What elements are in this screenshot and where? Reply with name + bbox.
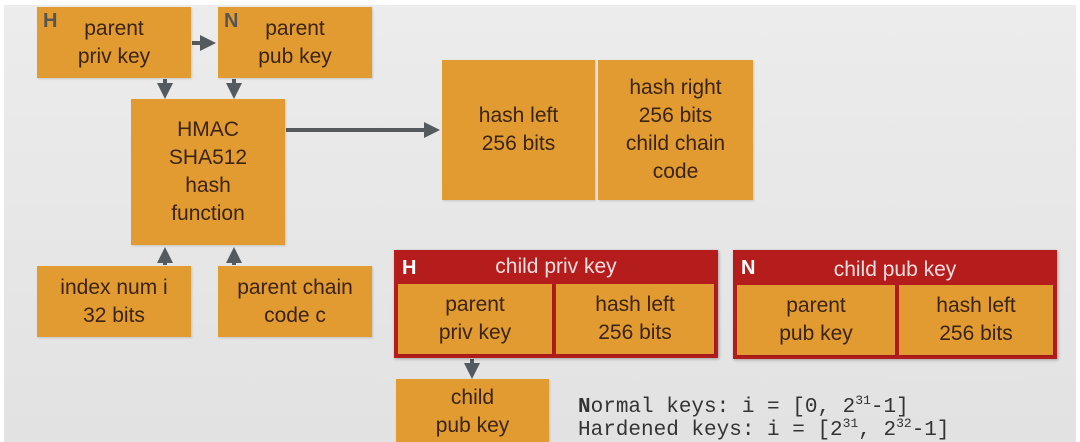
child-priv-title: child priv key: [495, 255, 617, 278]
label: priv key: [77, 44, 151, 68]
normal-badge: N: [224, 10, 239, 32]
label: code c: [264, 303, 326, 327]
label: parent chain: [237, 275, 353, 299]
arrows: [157, 35, 480, 379]
label: priv key: [438, 321, 512, 344]
label: , 2: [858, 419, 897, 442]
label: parent: [84, 16, 144, 40]
label: hash: [185, 174, 231, 197]
label: ormal keys: i = [0, 2: [590, 396, 856, 419]
parent-priv-key-box: H parent priv key: [37, 7, 191, 78]
child-pub-key-box: child pub key: [396, 379, 549, 442]
hash-left-part: hash left 256 bits: [556, 284, 714, 354]
label: parent: [265, 16, 325, 40]
index-box: index num i 32 bits: [37, 266, 191, 337]
label: -1]: [911, 419, 950, 442]
label: 256 bits: [939, 322, 1013, 345]
chain-code-box: parent chain code c: [218, 266, 372, 337]
label: hash left: [595, 293, 675, 316]
hardened-badge: H: [43, 10, 58, 32]
label: pub key: [258, 44, 332, 68]
child-priv-key-group: H child priv key parent priv key hash lef…: [394, 250, 718, 358]
label: hash right: [629, 76, 722, 99]
label: -1]: [870, 396, 909, 419]
label: index num i: [60, 275, 168, 299]
label: SHA512: [168, 146, 248, 169]
child-pub-key-group: N child pub key parent pub key hash left 2…: [733, 250, 1057, 359]
child-pub-title: child pub key: [833, 258, 957, 281]
label: 256 bits: [481, 132, 556, 155]
hash-left-part: hash left 256 bits: [899, 285, 1053, 355]
parent-pub-key-box: N parent pub key: [218, 7, 372, 78]
label: hash left: [936, 294, 1016, 317]
label: child: [450, 386, 495, 409]
label: 256 bits: [638, 104, 713, 127]
hardened-badge: H: [402, 257, 417, 279]
label: 32: [896, 416, 912, 431]
normal-badge: N: [741, 257, 756, 279]
label: pub key: [779, 322, 853, 345]
normal-keys-range: Normal keys: i = [0, 231-1]: [578, 393, 909, 419]
label: function: [171, 202, 245, 225]
label: HMAC: [177, 118, 239, 141]
label: pub key: [435, 414, 510, 437]
label: Hardened keys: i = [2: [578, 419, 843, 442]
hardened-keys-range: Hardened keys: i = [231, 232-1]: [578, 416, 950, 442]
slide: H parent priv key N parent pub key HMAC SHA…: [4, 5, 1076, 442]
label: parent: [786, 294, 846, 317]
hash-left-box: hash left 256 bits: [442, 60, 595, 200]
parent-pub-part: parent pub key: [737, 285, 895, 355]
label: parent: [445, 293, 505, 316]
label: child chain: [625, 132, 726, 155]
label: 31: [855, 393, 871, 408]
hash-right-box: hash right 256 bits child chain code: [598, 60, 753, 200]
label: hash left: [478, 104, 559, 127]
label: N: [578, 396, 591, 419]
label: 32 bits: [83, 303, 145, 327]
label: 256 bits: [598, 321, 672, 344]
hmac-box: HMAC SHA512 hash function: [131, 99, 285, 245]
parent-priv-part: parent priv key: [398, 284, 552, 354]
label: code: [652, 160, 699, 183]
label: 31: [842, 416, 859, 431]
